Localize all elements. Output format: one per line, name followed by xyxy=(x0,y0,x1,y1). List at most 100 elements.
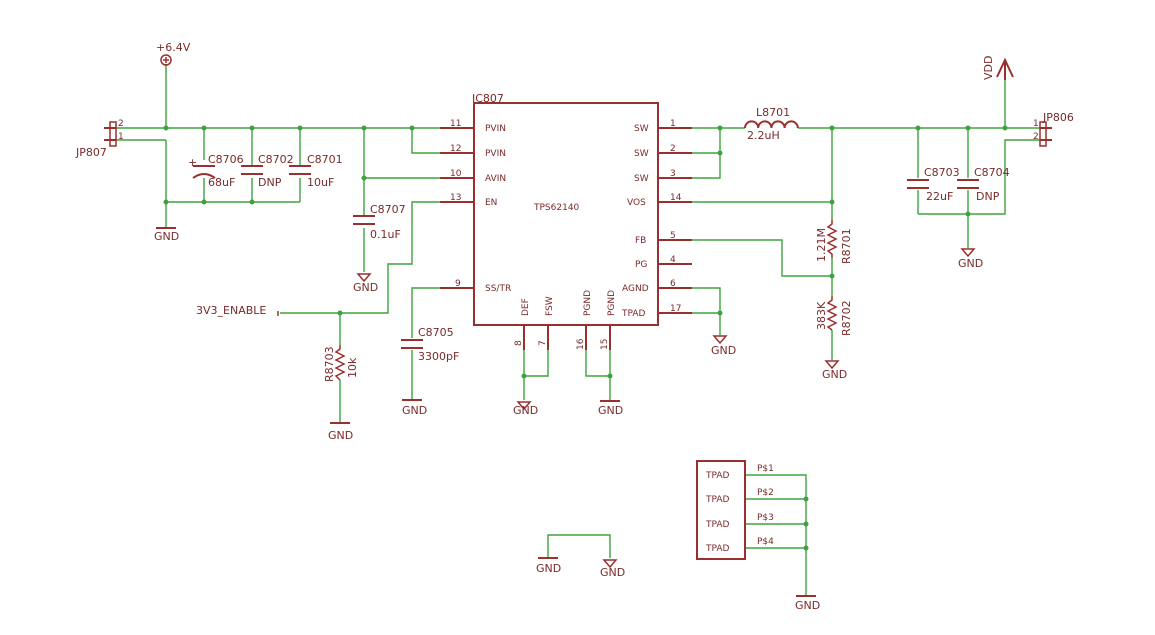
tpad-label-1: TPAD xyxy=(705,471,730,481)
jp807-ref: JP807 xyxy=(75,146,107,159)
pin-num-12: 12 xyxy=(450,144,461,154)
pin-name-def: DEF xyxy=(521,298,531,316)
gnd-symbol-left-standalone: GND xyxy=(536,557,561,575)
r8702-value: 383K xyxy=(815,301,828,330)
ic-value: TPS62140 xyxy=(533,203,580,213)
vdd-arrow-symbol: VDD xyxy=(982,56,1014,80)
c8704-capacitor: C8704 DNP xyxy=(957,166,1010,203)
r8701-resistor: 1.21M R8701 xyxy=(815,220,853,264)
svg-text:+: + xyxy=(188,156,197,169)
pin-num-8: 8 xyxy=(514,340,524,346)
pin-num-9: 9 xyxy=(455,279,461,289)
pin-name-tpad: TPAD xyxy=(621,309,646,319)
jp807-connector: 2 1 JP807 xyxy=(75,119,124,159)
tpad-pin-1: P$1 xyxy=(757,464,774,474)
svg-text:GND: GND xyxy=(402,404,427,417)
wires xyxy=(116,64,1040,595)
pin-num-2: 2 xyxy=(670,144,676,154)
c8704-value: DNP xyxy=(976,190,1000,203)
svg-text:GND: GND xyxy=(536,562,561,575)
c8703-ref: C8703 xyxy=(924,166,960,179)
c8707-capacitor: C8707 0.1uF xyxy=(353,203,406,241)
jp806-ref: JP806 xyxy=(1042,111,1074,124)
pin-name-pvin-a: PVIN xyxy=(485,124,506,134)
pin-num-4: 4 xyxy=(670,255,676,265)
gnd-symbol-r8702: GND xyxy=(822,360,847,381)
svg-text:GND: GND xyxy=(598,404,623,417)
l8701-value: 2.2uH xyxy=(747,129,780,142)
gnd-symbol-c8705: GND xyxy=(402,399,427,417)
tpad-pin-3: P$3 xyxy=(757,513,774,523)
l8701-inductor: L8701 2.2uH xyxy=(744,106,799,142)
gnd-symbol-right-standalone: GND xyxy=(600,559,625,579)
pin-name-pgnd-b: PGND xyxy=(607,290,617,316)
c8705-value: 3300pF xyxy=(418,350,459,363)
c8706-ref: C8706 xyxy=(208,153,244,166)
pin-name-sstr: SS/TR xyxy=(485,284,511,294)
pin-num-6: 6 xyxy=(670,279,676,289)
gnd-symbol-output: GND xyxy=(958,248,983,270)
pin-name-fb: FB xyxy=(635,236,646,246)
gnd-symbol-agnd: GND xyxy=(711,335,736,357)
r8703-value: 10k xyxy=(346,357,359,378)
c8706-value: 68uF xyxy=(208,176,235,189)
pin-num-17: 17 xyxy=(670,304,681,314)
gnd-symbol-c8707: GND xyxy=(353,273,378,294)
gnd-symbol-pgnd: GND xyxy=(598,400,623,417)
pin-num-10: 10 xyxy=(450,169,462,179)
gnd-symbol-tpad: GND xyxy=(795,595,820,612)
enable-net-label: 3V3_ENABLE xyxy=(196,304,266,317)
pin-name-pg: PG xyxy=(635,260,647,270)
power-6v4-label: +6.4V xyxy=(156,41,191,54)
jp806-connector: 1 2 JP806 xyxy=(1033,111,1074,147)
gnd-symbol-r8703: GND xyxy=(328,422,353,442)
c8706-capacitor: + C8706 68uF xyxy=(188,153,244,189)
ic-ref: IC807 xyxy=(472,92,504,105)
l8701-ref: L8701 xyxy=(756,106,790,119)
svg-text:GND: GND xyxy=(958,257,983,270)
pin-num-1: 1 xyxy=(670,119,676,129)
jp806-pin2: 2 xyxy=(1033,132,1039,142)
pin-name-avin: AVIN xyxy=(485,174,506,184)
tpad-label-2: TPAD xyxy=(705,495,730,505)
svg-text:GND: GND xyxy=(600,566,625,579)
pin-name-fsw: FSW xyxy=(545,296,555,316)
pin-num-14: 14 xyxy=(670,193,682,203)
pin-name-en: EN xyxy=(485,198,497,208)
c8703-capacitor: C8703 22uF xyxy=(907,166,960,203)
pin-num-11: 11 xyxy=(450,119,461,129)
pin-name-pvin-b: PVIN xyxy=(485,149,506,159)
pin-name-sw-c: SW xyxy=(634,174,649,184)
tps62140-ic: IC807 TPS62140 PVIN 11 PVIN 12 AVIN 10 E… xyxy=(440,92,692,350)
pin-name-sw-a: SW xyxy=(634,124,649,134)
pin-name-vos: VOS xyxy=(627,198,646,208)
c8701-value: 10uF xyxy=(307,176,334,189)
r8703-resistor: R8703 10k xyxy=(323,345,359,382)
c8703-value: 22uF xyxy=(926,190,953,203)
pin-num-7: 7 xyxy=(538,340,548,346)
vdd-label: VDD xyxy=(982,56,995,80)
r8702-ref: R8702 xyxy=(840,300,853,336)
svg-text:GND: GND xyxy=(795,599,820,612)
c8702-ref: C8702 xyxy=(258,153,294,166)
gnd-symbol-def: GND xyxy=(513,401,538,417)
pin-num-16: 16 xyxy=(576,338,586,350)
pin-name-pgnd-a: PGND xyxy=(583,290,593,316)
svg-text:GND: GND xyxy=(353,281,378,294)
svg-text:GND: GND xyxy=(154,230,179,243)
tpad-pin-2: P$2 xyxy=(757,488,774,498)
pin-num-13: 13 xyxy=(450,193,461,203)
r8701-value: 1.21M xyxy=(815,228,828,262)
svg-text:GND: GND xyxy=(328,429,353,442)
c8702-value: DNP xyxy=(258,176,282,189)
svg-text:GND: GND xyxy=(822,368,847,381)
c8705-ref: C8705 xyxy=(418,326,454,339)
c8702-capacitor: C8702 DNP xyxy=(241,153,294,189)
tpad-pin-4: P$4 xyxy=(757,537,774,547)
c8705-capacitor: C8705 3300pF xyxy=(401,326,459,363)
tpad-label-3: TPAD xyxy=(705,520,730,530)
pin-name-agnd: AGND xyxy=(622,284,649,294)
r8703-ref: R8703 xyxy=(323,346,336,382)
svg-text:GND: GND xyxy=(513,404,538,417)
